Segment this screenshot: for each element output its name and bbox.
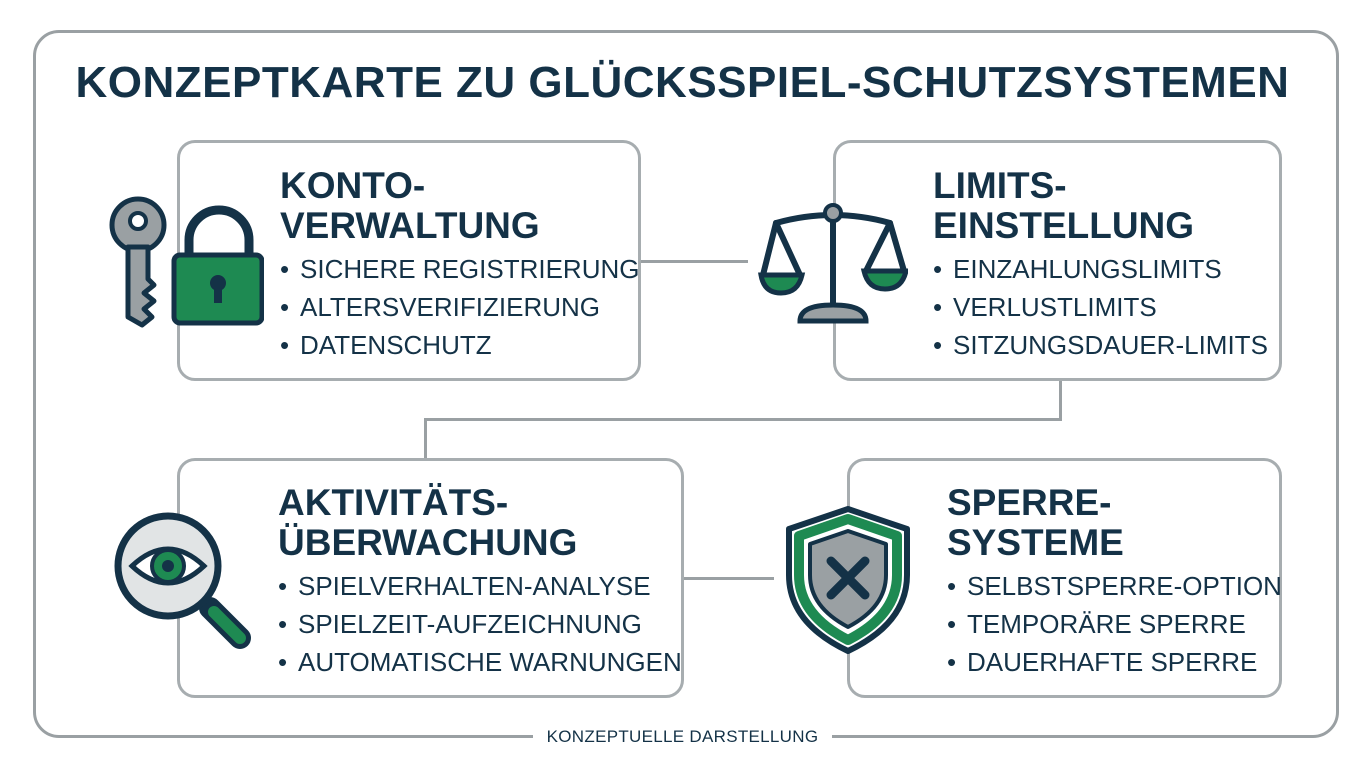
list-item: DATENSCHUTZ <box>280 326 640 364</box>
scales-icon <box>758 203 908 324</box>
connector-aktivitaet-sperre <box>682 577 774 580</box>
connector-limits-down <box>1059 378 1062 420</box>
list-item: DAUERHAFTE SPERRE <box>947 643 1282 681</box>
list-item: EINZAHLUNGSLIMITS <box>933 250 1268 288</box>
node-title: LIMITS- EINSTELLUNG <box>933 165 1195 246</box>
list-item: SPIELVERHALTEN-ANALYSE <box>278 567 682 605</box>
connector-to-aktivitaet <box>424 418 427 460</box>
list-item: SITZUNGSDAUER-LIMITS <box>933 326 1268 364</box>
node-title: KONTO- VERWALTUNG <box>280 165 540 246</box>
list-item: SELBSTSPERRE-OPTION <box>947 567 1282 605</box>
footer-caption: KONZEPTUELLE DARSTELLUNG <box>532 727 833 747</box>
list-item: AUTOMATISCHE WARNUNGEN <box>278 643 682 681</box>
node-item-list: EINZAHLUNGSLIMITS VERLUSTLIMITS SITZUNGS… <box>933 250 1268 364</box>
node-item-list: SELBSTSPERRE-OPTION TEMPORÄRE SPERRE DAU… <box>947 567 1282 681</box>
list-item: VERLUSTLIMITS <box>933 288 1268 326</box>
list-item: SICHERE REGISTRIERUNG <box>280 250 640 288</box>
list-item: SPIELZEIT-AUFZEICHNUNG <box>278 605 682 643</box>
list-item: TEMPORÄRE SPERRE <box>947 605 1282 643</box>
connector-horizontal-mid <box>424 418 1062 421</box>
shield-x-icon <box>786 506 910 654</box>
magnifier-eye-icon <box>114 512 251 649</box>
node-item-list: SPIELVERHALTEN-ANALYSE SPIELZEIT-AUFZEIC… <box>278 567 682 681</box>
node-title: AKTIVITÄTS- ÜBERWACHUNG <box>278 482 578 563</box>
node-title: SPERRE- SYSTEME <box>947 482 1124 563</box>
node-item-list: SICHERE REGISTRIERUNG ALTERSVERIFIZIERUN… <box>280 250 640 364</box>
key-lock-icon <box>109 196 264 328</box>
list-item: ALTERSVERIFIZIERUNG <box>280 288 640 326</box>
connector-konto-limits <box>638 260 748 263</box>
diagram-title: KONZEPTKARTE ZU GLÜCKSSPIEL-SCHUTZSYSTEM… <box>75 58 1290 107</box>
